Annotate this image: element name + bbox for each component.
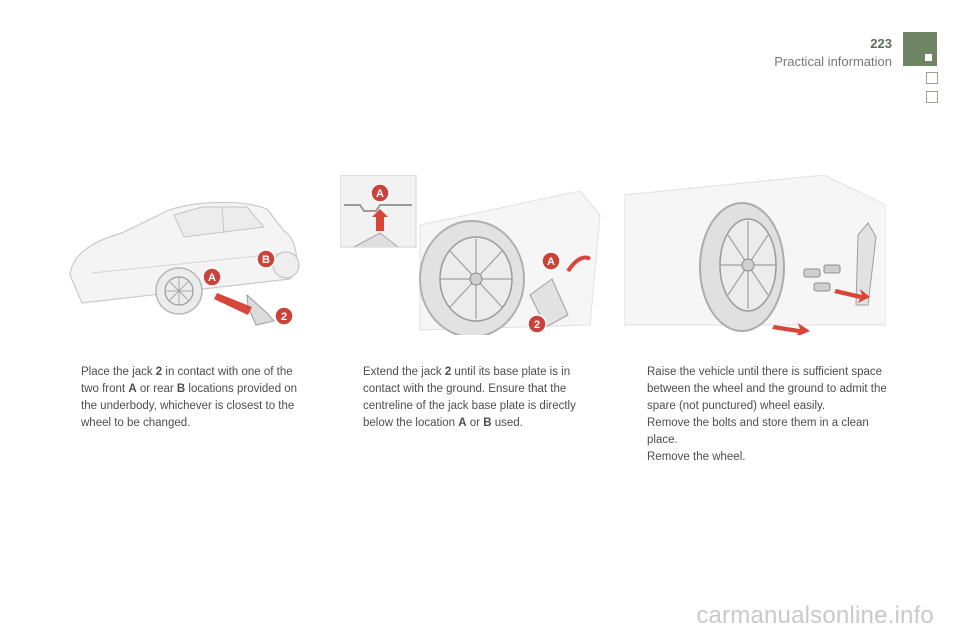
instruction-text: or rear xyxy=(136,383,177,395)
instruction-text: in contact with one of the two front xyxy=(81,366,293,395)
jack-extend-illustration: A A 2 xyxy=(340,175,601,335)
location-ref-b: B xyxy=(176,383,186,395)
car-jack-position-illustration: A B 2 xyxy=(69,201,300,326)
section-tab xyxy=(903,32,937,66)
instruction-text: Remove the bolts and store them in a cle… xyxy=(647,417,869,446)
location-ref-b: B xyxy=(483,417,492,429)
svg-text:A: A xyxy=(208,272,216,284)
instruction-column-2: Extend the jack 2 until its base plate i… xyxy=(344,364,599,432)
instruction-column-1: Place the jack 2 in contact with one of … xyxy=(62,364,312,432)
instruction-text: or xyxy=(466,417,484,429)
instruction-item: Extend the jack 2 until its base plate i… xyxy=(344,364,599,432)
location-ref-a: A xyxy=(458,417,467,429)
instruction-text: Place the jack xyxy=(81,366,156,378)
instruction-item: Remove the bolts and store them in a cle… xyxy=(628,415,890,449)
location-ref-a: A xyxy=(128,383,137,395)
instruction-item: Raise the vehicle until there is suffici… xyxy=(628,364,890,415)
instruction-text: Raise the vehicle until there is suffici… xyxy=(647,366,887,412)
page-number: 223 xyxy=(870,36,892,51)
instruction-item: Remove the wheel. xyxy=(628,449,890,466)
svg-text:B: B xyxy=(262,254,270,266)
instruction-text: Remove the wheel. xyxy=(647,451,746,463)
instruction-text: used. xyxy=(491,417,523,429)
jack-ref: 2 xyxy=(155,366,163,378)
svg-text:A: A xyxy=(547,256,555,268)
svg-text:A: A xyxy=(376,188,384,200)
section-tab-dot xyxy=(925,54,932,61)
jack-ref: 2 xyxy=(444,366,452,378)
instruction-item: Place the jack 2 in contact with one of … xyxy=(62,364,312,432)
svg-text:2: 2 xyxy=(534,319,540,331)
section-tab-box-2 xyxy=(926,91,938,103)
svg-text:2: 2 xyxy=(281,311,287,323)
instruction-text: Extend the jack xyxy=(363,366,445,378)
watermark: carmanualsonline.info xyxy=(696,602,934,629)
section-tab-box-1 xyxy=(926,72,938,84)
wheel-removal-illustration xyxy=(624,175,886,335)
instruction-text: until its base plate is in contact with … xyxy=(363,366,576,429)
instruction-column-3: Raise the vehicle until there is suffici… xyxy=(628,364,890,466)
section-title: Practical information xyxy=(774,54,892,69)
instruction-text: locations provided on the underbody, whi… xyxy=(81,383,298,429)
